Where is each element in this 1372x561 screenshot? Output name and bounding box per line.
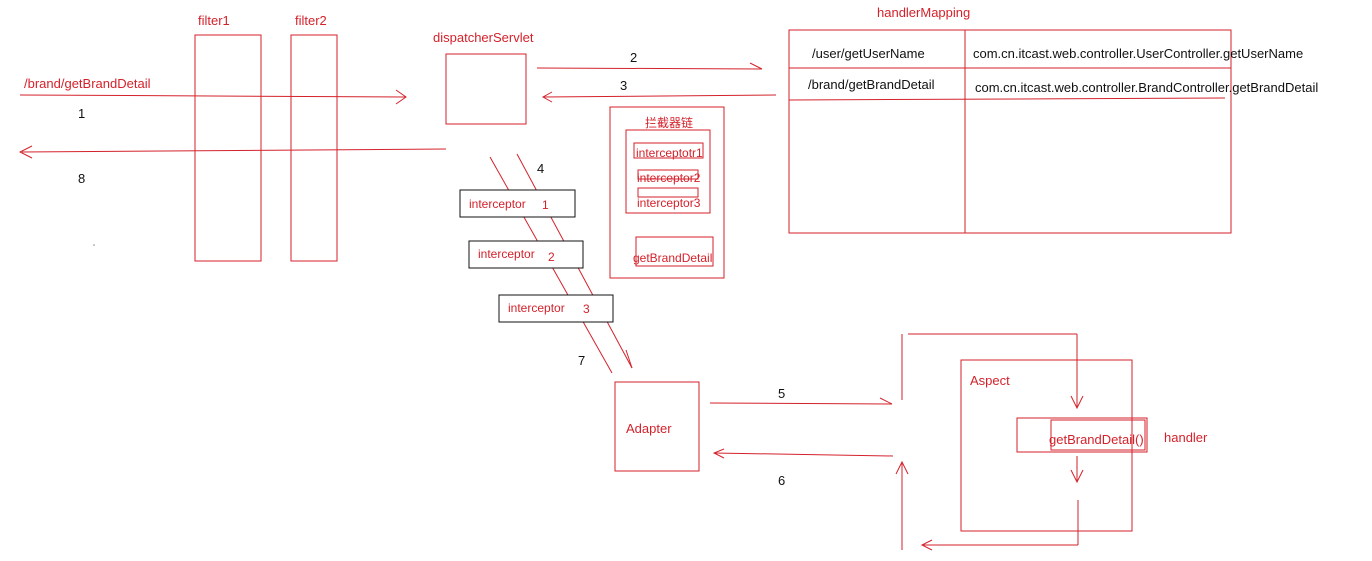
filter2-box <box>290 34 338 262</box>
filter1-label: filter1 <box>198 13 230 28</box>
chain-interceptor3-label: interceptor3 <box>637 196 701 210</box>
request-arrowhead <box>395 89 407 105</box>
interceptor2-number: 2 <box>548 250 555 264</box>
step-4-label: 4 <box>537 161 544 176</box>
handler-method-label: getBrandDetail() <box>1049 432 1144 447</box>
dispatcher-label: dispatcherServlet <box>433 30 534 45</box>
interceptor1-label: interceptor <box>469 197 526 211</box>
interceptor-chain-title: 拦截器链 <box>645 115 693 130</box>
chain-method-box <box>635 236 714 267</box>
aspect-flow-up-arrowhead <box>895 460 909 475</box>
handler-mapping-box <box>788 29 1232 234</box>
step-7-label: 7 <box>578 353 585 368</box>
mapping-url-1: /user/getUserName <box>812 46 925 61</box>
filter2-label: filter2 <box>295 13 327 28</box>
handler-outer-box <box>1016 417 1148 453</box>
chain-interceptor1-label: interceptotr1 <box>636 146 703 160</box>
step-8-label: 8 <box>78 171 85 186</box>
interceptor3-box <box>498 294 614 323</box>
aspect-flow-bottom-arrowhead <box>920 539 933 551</box>
aspect-flow-down-2-arrowhead <box>1070 469 1084 484</box>
step-2-arrowhead <box>749 62 763 70</box>
mapping-row-divider-2 <box>788 97 1226 101</box>
step-5-arrowhead <box>879 397 893 405</box>
step-1-label: 1 <box>78 106 85 121</box>
step-5-label: 5 <box>778 386 785 401</box>
interceptor1-number: 1 <box>542 198 549 212</box>
request-arrow <box>19 94 407 98</box>
handler-method-box <box>1050 419 1146 451</box>
aspect-flow-down-arrowhead <box>1070 395 1084 410</box>
mapping-controller-1: com.cn.itcast.web.controller.UserControl… <box>973 46 1303 61</box>
handler-mapping-label: handlerMapping <box>877 5 970 20</box>
response-arrow <box>21 148 447 153</box>
step-6-arrowhead <box>712 448 725 459</box>
step-5-arrow <box>709 402 893 405</box>
step-6-arrow <box>713 452 894 457</box>
interceptor3-label: interceptor <box>508 301 565 315</box>
mapping-url-2: /brand/getBrandDetail <box>808 77 935 92</box>
dispatcher-box <box>445 53 527 125</box>
chain-interceptor2-label: interceptor2 <box>637 171 701 185</box>
request-path-label: /brand/getBrandDetail <box>24 76 151 91</box>
interceptor2-box <box>468 240 584 269</box>
step-2-arrow <box>536 67 763 70</box>
adapter-label: Adapter <box>626 421 672 436</box>
step-3-arrow <box>542 94 777 98</box>
mapping-controller-2: com.cn.itcast.web.controller.BrandContro… <box>975 80 1318 95</box>
response-arrowhead <box>18 145 33 159</box>
interceptor1-box <box>459 189 576 218</box>
aspect-label: Aspect <box>970 373 1010 388</box>
interceptor3-number: 3 <box>583 302 590 316</box>
step-3-arrowhead <box>541 91 553 103</box>
chain-interceptor1-box <box>633 142 704 159</box>
chain-interceptor3-box <box>637 187 699 198</box>
handler-label: handler <box>1164 430 1208 445</box>
adapter-box <box>614 381 700 472</box>
interceptor2-label: interceptor <box>478 247 535 261</box>
filter1-box <box>194 34 262 262</box>
stray-dot <box>93 244 95 246</box>
step-6-label: 6 <box>778 473 785 488</box>
step-3-label: 3 <box>620 78 627 93</box>
chain-interceptors-group <box>625 129 711 214</box>
chain-method-label: getBrandDetail <box>633 251 712 265</box>
aspect-box <box>960 359 1133 532</box>
interceptor-chain-box <box>609 106 725 279</box>
step-4-arrowhead <box>625 349 633 369</box>
step-2-label: 2 <box>630 50 637 65</box>
chain-interceptor2-box <box>637 169 699 180</box>
